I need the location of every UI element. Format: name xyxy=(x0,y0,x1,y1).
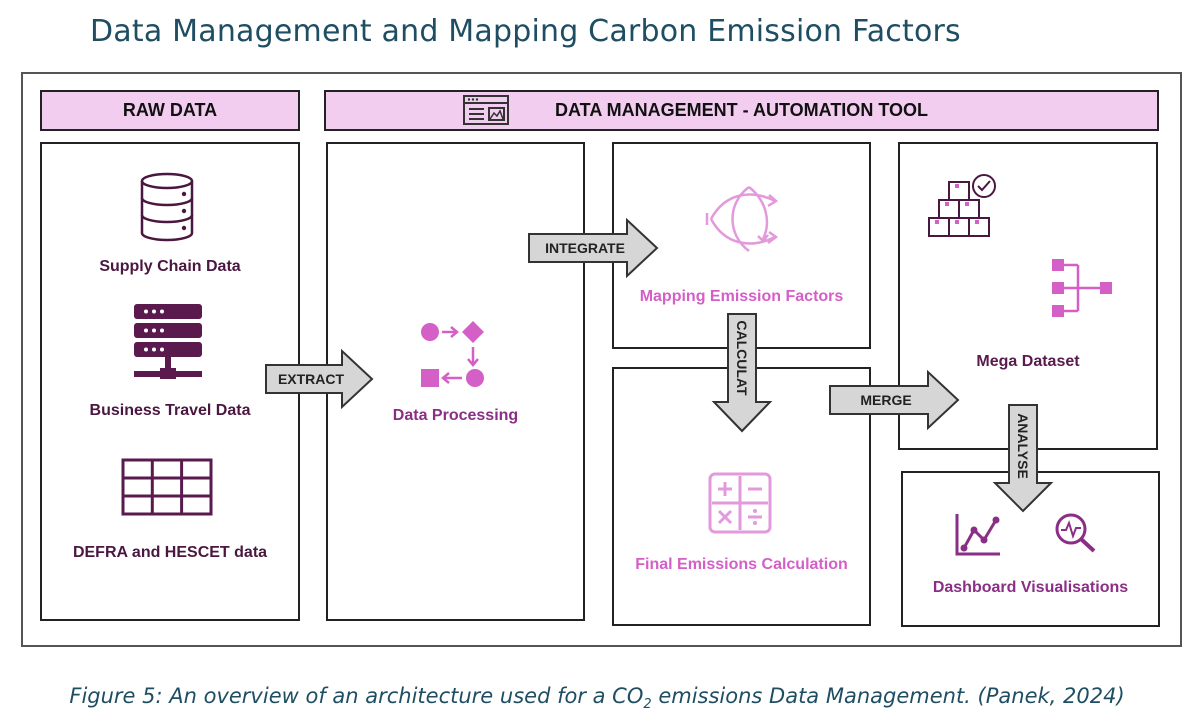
mapping-arrows-icon xyxy=(705,185,779,253)
automation-tool-header: DATA MANAGEMENT - AUTOMATION TOOL xyxy=(324,90,1159,131)
dashboard-window-icon xyxy=(463,95,509,125)
mapping-emission-factors-label: Mapping Emission Factors xyxy=(639,288,844,305)
raw-data-header: RAW DATA xyxy=(40,90,300,131)
analyse-arrow xyxy=(992,404,1054,513)
extract-arrow xyxy=(265,348,374,410)
table-grid-icon xyxy=(121,458,213,516)
automation-tool-header-label: DATA MANAGEMENT - AUTOMATION TOOL xyxy=(555,100,928,120)
analytics-magnifier-icon xyxy=(1055,513,1096,553)
hierarchy-icon xyxy=(1052,259,1112,317)
supply-chain-data-label: Supply Chain Data xyxy=(99,258,241,275)
extract-arrow-label: EXTRACT xyxy=(277,371,345,387)
merge-arrow xyxy=(829,369,960,431)
final-emissions-label: Final Emissions Calculation xyxy=(635,556,848,573)
raw-data-header-label: RAW DATA xyxy=(122,100,218,120)
line-chart-icon xyxy=(955,514,1000,556)
mega-dataset-label: Mega Dataset xyxy=(976,353,1080,370)
calculate-arrow-label: CALCULAT xyxy=(734,320,750,396)
integrate-arrow xyxy=(528,217,659,279)
data-processing-label: Data Processing xyxy=(392,407,519,424)
process-flow-icon xyxy=(421,321,484,387)
figure-caption: Figure 5: An overview of an architecture… xyxy=(0,684,1194,712)
server-rack-icon xyxy=(134,304,202,379)
database-icon xyxy=(140,172,194,242)
boxes-checked-icon xyxy=(928,174,996,237)
analyse-arrow-label: ANALYSE xyxy=(1015,413,1031,479)
merge-arrow-label: MERGE xyxy=(860,392,912,408)
integrate-arrow-label: INTEGRATE xyxy=(545,240,625,256)
caption-prefix: Figure 5: An overview of an architecture… xyxy=(69,684,644,708)
caption-subscript: 2 xyxy=(643,697,652,713)
page-title: Data Management and Mapping Carbon Emiss… xyxy=(90,14,961,49)
calculator-icon xyxy=(708,472,772,534)
defra-hescet-data-label: DEFRA and HESCET data xyxy=(72,544,268,561)
dashboard-visualisations-label: Dashboard Visualisations xyxy=(932,579,1129,596)
caption-suffix: emissions Data Management. (Panek, 2024) xyxy=(651,684,1125,708)
business-travel-data-label: Business Travel Data xyxy=(89,402,251,419)
calculate-arrow xyxy=(711,313,773,433)
